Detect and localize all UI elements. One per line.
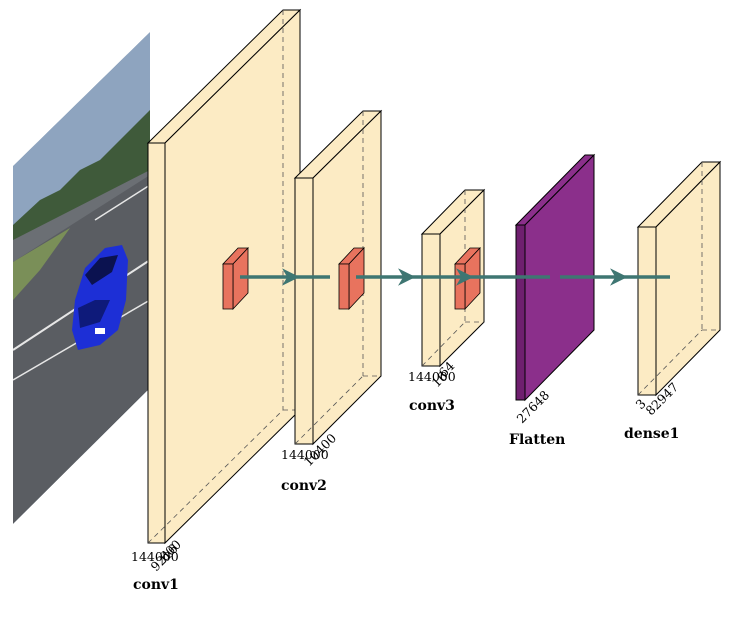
dense1-label: dense1 <box>624 426 679 442</box>
conv3-dim-0: 144000 <box>408 369 456 384</box>
flatten-label: Flatten <box>509 432 565 448</box>
conv1-label: conv1 <box>133 577 179 593</box>
conv2-dim-0: 144000 <box>281 447 329 462</box>
input-image <box>13 32 150 524</box>
conv1-dim-0: 144000 <box>131 549 179 564</box>
dense1-block <box>636 160 722 397</box>
car-icon <box>72 245 128 350</box>
flatten-block <box>514 153 596 402</box>
conv2-label: conv2 <box>281 478 327 494</box>
conv3-label: conv3 <box>409 398 455 414</box>
